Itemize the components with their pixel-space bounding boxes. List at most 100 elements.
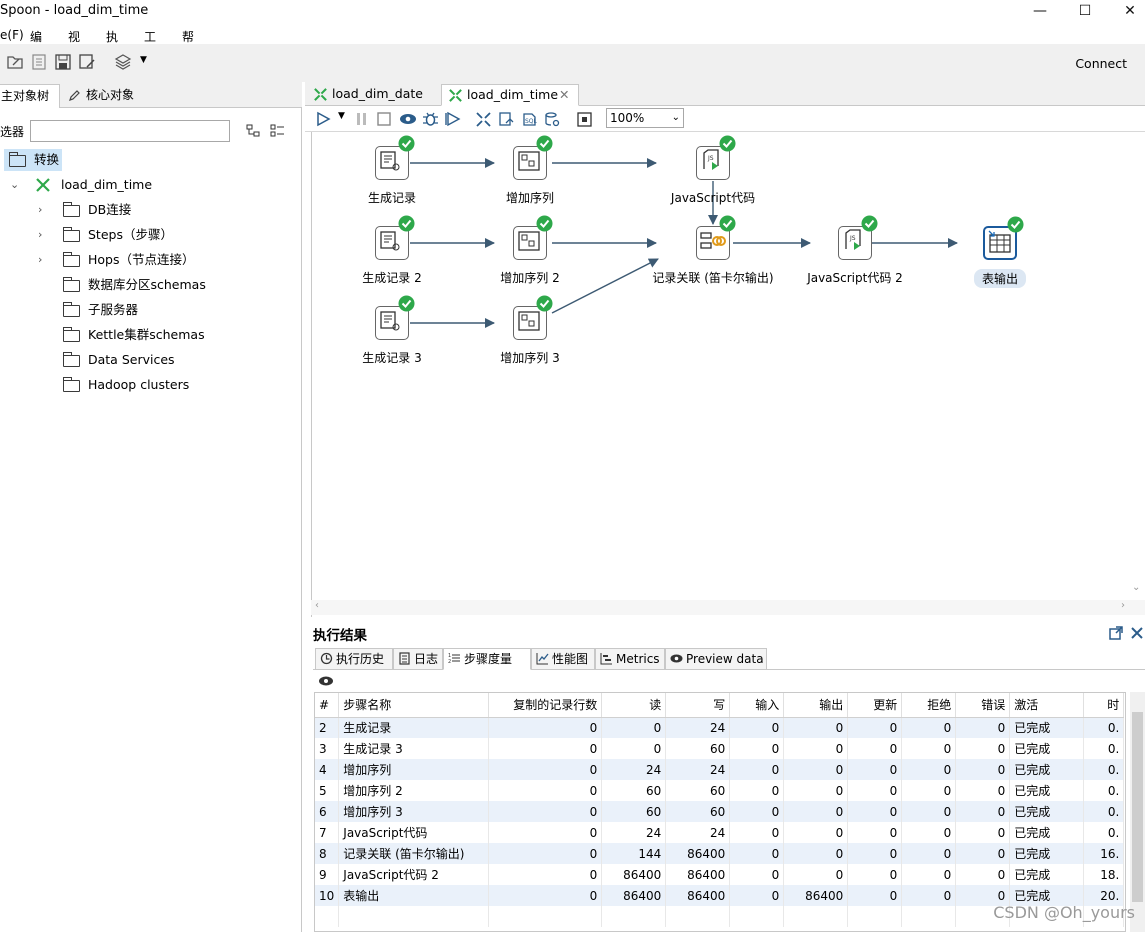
- pause-icon[interactable]: [355, 111, 369, 127]
- step-seq3[interactable]: [513, 295, 553, 340]
- preview-icon[interactable]: [399, 111, 417, 127]
- tab-preview-data[interactable]: Preview data: [665, 648, 767, 670]
- tab-metrics[interactable]: Metrics: [595, 648, 665, 670]
- zoom-value: 100%: [610, 111, 645, 125]
- metrics-table: # 步骤名称 复制的记录行数 读 写 输入 输出 更新 拒绝 错误 激活 时 2: [315, 693, 1125, 927]
- hop[interactable]: [551, 258, 659, 314]
- tab-load-dim-time[interactable]: load_dim_time ✕: [441, 84, 579, 106]
- scroll-left-icon[interactable]: ‹: [315, 600, 319, 611]
- replay-icon[interactable]: [445, 111, 461, 127]
- run-icon[interactable]: [315, 111, 331, 127]
- tree-item-hadoop-clusters[interactable]: Hadoop clusters: [38, 374, 238, 396]
- step-seq1[interactable]: [513, 135, 553, 180]
- debug-icon[interactable]: [422, 111, 439, 128]
- tree-item-partition-schemas[interactable]: 数据库分区schemas: [38, 274, 258, 296]
- tree-node-load-dim-time[interactable]: ⌄ load_dim_time: [10, 174, 210, 196]
- maximize-panel-icon[interactable]: [1108, 625, 1124, 641]
- step-gen3[interactable]: [375, 295, 415, 340]
- tab-view-tree[interactable]: 主对象树: [0, 84, 60, 108]
- explore-repository-icon[interactable]: [30, 53, 48, 71]
- tree-node-transformations[interactable]: 转换: [4, 149, 62, 171]
- connect-button[interactable]: Connect: [1075, 56, 1127, 71]
- col-header-step-name[interactable]: 步骤名称: [338, 693, 490, 718]
- tab-performance-graph[interactable]: 性能图: [531, 648, 595, 670]
- menu-file[interactable]: e(F): [0, 28, 24, 42]
- close-window-button[interactable]: ✕: [1124, 3, 1136, 19]
- zoom-select[interactable]: 100% ⌄: [606, 108, 684, 128]
- chevron-right-icon[interactable]: ›: [38, 203, 43, 216]
- step-out[interactable]: [983, 216, 1024, 260]
- tree-item-db-connections[interactable]: › DB连接: [38, 199, 238, 221]
- tab-load-dim-date[interactable]: load_dim_date: [307, 84, 441, 106]
- col-header-output[interactable]: 输出: [783, 693, 849, 718]
- tree-item-slave-servers[interactable]: 子服务器: [38, 299, 238, 321]
- verify-icon[interactable]: [475, 111, 492, 128]
- step-seq2[interactable]: [513, 215, 553, 260]
- tab-execution-history[interactable]: 执行历史: [315, 648, 393, 670]
- step-gen1[interactable]: [375, 135, 415, 180]
- col-header-updated[interactable]: 更新: [847, 693, 903, 718]
- stop-icon[interactable]: [376, 111, 392, 127]
- close-panel-icon[interactable]: [1129, 625, 1145, 641]
- eye-icon[interactable]: [318, 675, 334, 687]
- step-gen2[interactable]: [375, 215, 415, 260]
- grid-toggle-icon[interactable]: [576, 111, 593, 128]
- chevron-down-icon[interactable]: ⌄: [10, 178, 20, 191]
- scroll-down-icon[interactable]: ⌄: [1132, 582, 1141, 593]
- table-vscrollbar[interactable]: [1130, 692, 1145, 932]
- col-header-read[interactable]: 读: [601, 693, 667, 718]
- col-header-copies[interactable]: 复制的记录行数: [488, 693, 603, 718]
- col-header-rejected[interactable]: 拒绝: [901, 693, 957, 718]
- chevron-right-icon[interactable]: ›: [38, 253, 43, 266]
- layers-icon[interactable]: [114, 53, 132, 71]
- chevron-right-icon[interactable]: ›: [38, 228, 43, 241]
- sql-icon[interactable]: SQL: [521, 111, 538, 128]
- col-header-time[interactable]: 时: [1083, 693, 1125, 718]
- scroll-right-icon[interactable]: ›: [1121, 600, 1125, 611]
- scroll-thumb[interactable]: [1132, 712, 1143, 902]
- step-js1[interactable]: JS: [696, 135, 736, 180]
- minimize-button[interactable]: —: [1033, 3, 1047, 19]
- maximize-button[interactable]: ☐: [1078, 3, 1092, 19]
- run-dropdown-icon[interactable]: ▼: [338, 111, 345, 121]
- open-file-icon[interactable]: [6, 53, 24, 71]
- col-header-index[interactable]: #: [315, 693, 340, 718]
- tree-item-hops[interactable]: › Hops（节点连接）: [38, 249, 238, 271]
- database-explore-icon[interactable]: [544, 111, 561, 128]
- expand-all-icon[interactable]: [270, 123, 285, 138]
- tab-close-icon[interactable]: ✕: [559, 87, 570, 102]
- step-js2[interactable]: JS: [838, 215, 878, 260]
- filter-input[interactable]: [30, 120, 230, 142]
- tab-log[interactable]: 日志: [393, 648, 443, 670]
- collapse-all-icon[interactable]: [246, 123, 261, 138]
- tab-design[interactable]: 核心对象: [64, 84, 140, 108]
- cell-错误: 0: [955, 801, 1011, 822]
- tree-item-data-services[interactable]: Data Services: [38, 349, 238, 371]
- col-header-written[interactable]: 写: [665, 693, 731, 718]
- col-header-active[interactable]: 激活: [1009, 693, 1085, 718]
- layers-dropdown-icon[interactable]: ▼: [140, 55, 147, 65]
- tree-item-steps[interactable]: › Steps（步骤）: [38, 224, 238, 246]
- impact-icon[interactable]: [498, 111, 515, 128]
- col-header-input[interactable]: 输入: [729, 693, 785, 718]
- step-join[interactable]: [696, 215, 736, 260]
- tree-item-cluster-schemas[interactable]: Kettle集群schemas: [38, 324, 258, 346]
- cell-写: 60: [665, 801, 731, 822]
- step-label: JavaScript代码 2: [807, 271, 903, 285]
- save-icon[interactable]: [54, 53, 72, 71]
- canvas-hscrollbar[interactable]: ‹ ›: [311, 600, 1145, 615]
- watermark: CSDN @Oh_yours: [993, 903, 1135, 922]
- col-header-errors[interactable]: 错误: [955, 693, 1011, 718]
- save-as-icon[interactable]: [78, 53, 96, 71]
